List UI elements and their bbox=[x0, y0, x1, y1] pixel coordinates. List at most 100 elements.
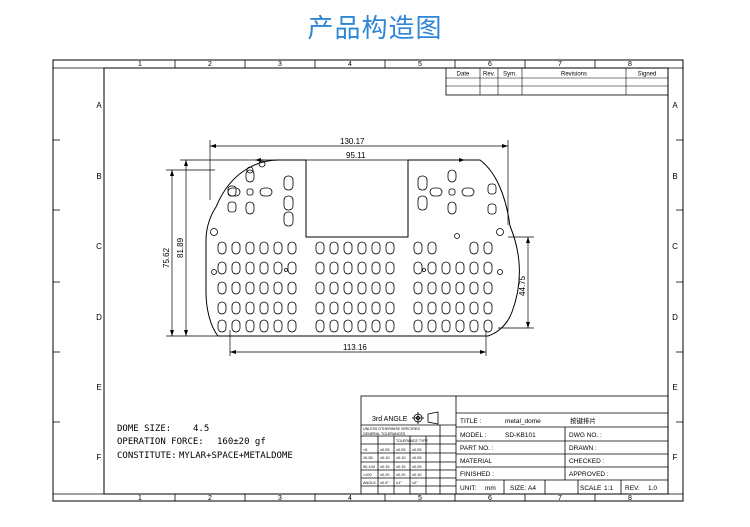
dome-pad bbox=[273, 319, 283, 333]
tolerance-cell: ANGLE bbox=[363, 481, 376, 485]
row-label: F bbox=[97, 453, 102, 462]
dome-pad bbox=[385, 319, 395, 333]
revision-header-rev: Rev. bbox=[483, 72, 495, 78]
title-block bbox=[360, 395, 669, 495]
revision-header-signed: Signed bbox=[638, 72, 657, 78]
note-constitute-value: MYLAR+SPACE+METALDOME bbox=[179, 451, 293, 461]
dome-pad bbox=[329, 281, 339, 295]
dome-pad bbox=[455, 319, 465, 333]
title-block-size-label: SIZE: bbox=[510, 485, 526, 492]
tolerance-cell: ±0.20 bbox=[396, 473, 405, 477]
dome-pad bbox=[287, 261, 297, 275]
dome-pad bbox=[427, 319, 437, 333]
dome-pad bbox=[273, 281, 283, 295]
title-block-title-label: TITLE : bbox=[460, 418, 482, 425]
tolerance-cell: ±0.15 bbox=[380, 465, 389, 469]
dome-pads bbox=[210, 160, 504, 333]
dome-pad bbox=[231, 319, 241, 333]
tolerance-general-text: GENERAL TOLERANCES bbox=[363, 432, 406, 436]
dome-pad bbox=[259, 281, 269, 295]
dome-pad bbox=[487, 203, 497, 215]
dome-pad bbox=[343, 281, 353, 295]
title-block-angle-label: 3rd ANGLE bbox=[372, 416, 408, 423]
dome-pad bbox=[441, 319, 451, 333]
dome-pad bbox=[427, 241, 437, 255]
dome-pad bbox=[483, 281, 493, 295]
tolerance-cell: ±0.05 bbox=[396, 448, 405, 452]
column-label: 4 bbox=[348, 61, 352, 68]
tolerance-cell: 10-50 bbox=[363, 456, 373, 460]
column-label: 1 bbox=[138, 61, 142, 68]
dimension-inner-width: 95.11 bbox=[346, 151, 366, 160]
dome-pad bbox=[357, 281, 367, 295]
alignment-hole bbox=[422, 268, 426, 272]
column-label: 3 bbox=[278, 495, 282, 502]
column-label: 8 bbox=[628, 61, 632, 68]
dome-pad bbox=[371, 261, 381, 275]
dome-pad bbox=[343, 241, 353, 255]
dome-pad bbox=[385, 301, 395, 315]
dome-pad bbox=[413, 281, 423, 295]
dome-pad bbox=[429, 187, 443, 197]
tolerance-cell: ±0.20 bbox=[380, 473, 389, 477]
dome-pad bbox=[385, 241, 395, 255]
row-label: B bbox=[96, 172, 101, 181]
dome-pad bbox=[231, 301, 241, 315]
row-label: E bbox=[96, 383, 101, 392]
page-title: 产品构造图 bbox=[307, 14, 443, 44]
dome-pad bbox=[287, 319, 297, 333]
dome-pad bbox=[455, 301, 465, 315]
dome-pad bbox=[469, 241, 479, 255]
column-label: 3 bbox=[278, 61, 282, 68]
dome-pad bbox=[469, 261, 479, 275]
tolerance-cell: 50-100 bbox=[363, 465, 375, 469]
title-block-scale-value: 1:1 bbox=[604, 485, 613, 492]
tolerance-cell: ±0.10 bbox=[412, 473, 421, 477]
revision-header-revisions: Revisions bbox=[561, 72, 587, 78]
dome-pad bbox=[417, 175, 428, 191]
title-block-title-cn: 按键排片 bbox=[570, 416, 596, 425]
dome-pad bbox=[246, 188, 254, 196]
column-label: 4 bbox=[348, 495, 352, 502]
column-label: 8 bbox=[628, 495, 632, 502]
dome-pad bbox=[385, 261, 395, 275]
row-label: B bbox=[672, 172, 677, 181]
title-block-unit-value: mm bbox=[485, 485, 496, 492]
row-label: C bbox=[96, 242, 102, 251]
row-label: A bbox=[96, 101, 102, 110]
dome-pad bbox=[245, 241, 255, 255]
dome-pad bbox=[245, 301, 255, 315]
column-label: 2 bbox=[208, 495, 212, 502]
dome-pad bbox=[231, 261, 241, 275]
revision-table bbox=[445, 67, 669, 96]
dome-pad bbox=[315, 241, 325, 255]
dome-pad bbox=[447, 169, 457, 183]
dome-pad bbox=[371, 301, 381, 315]
dome-pad bbox=[217, 319, 227, 333]
note-dome-size-value: 4.5 bbox=[193, 424, 209, 434]
dome-pad bbox=[413, 241, 423, 255]
title-block-drawn-label: DRAWN : bbox=[569, 445, 597, 452]
dome-pad bbox=[413, 261, 423, 275]
membrane-outline bbox=[205, 159, 520, 337]
alignment-hole bbox=[284, 268, 288, 272]
dome-pad bbox=[427, 301, 437, 315]
dimension-right-height: 44.75 bbox=[518, 275, 527, 296]
title-block-rev-label: REV. bbox=[625, 485, 640, 492]
tolerance-cell: ±0.05 bbox=[412, 456, 421, 460]
dome-pad bbox=[283, 195, 294, 211]
dome-pad bbox=[283, 211, 294, 227]
dimension-left-outer-height: 75.62 bbox=[162, 247, 171, 268]
dome-pad bbox=[413, 319, 423, 333]
title-block-part-no-label: PART NO. : bbox=[460, 445, 494, 452]
alignment-hole bbox=[211, 269, 217, 275]
dome-pad bbox=[469, 319, 479, 333]
dome-pad bbox=[413, 301, 423, 315]
title-block-finished-label: FINISHED : bbox=[460, 471, 494, 478]
dome-pad bbox=[447, 201, 457, 215]
title-block-approved-label: APPROVED : bbox=[569, 471, 609, 478]
alignment-hole bbox=[210, 228, 218, 236]
dome-pad bbox=[427, 261, 437, 275]
dome-pad bbox=[273, 261, 283, 275]
row-label: A bbox=[672, 101, 678, 110]
